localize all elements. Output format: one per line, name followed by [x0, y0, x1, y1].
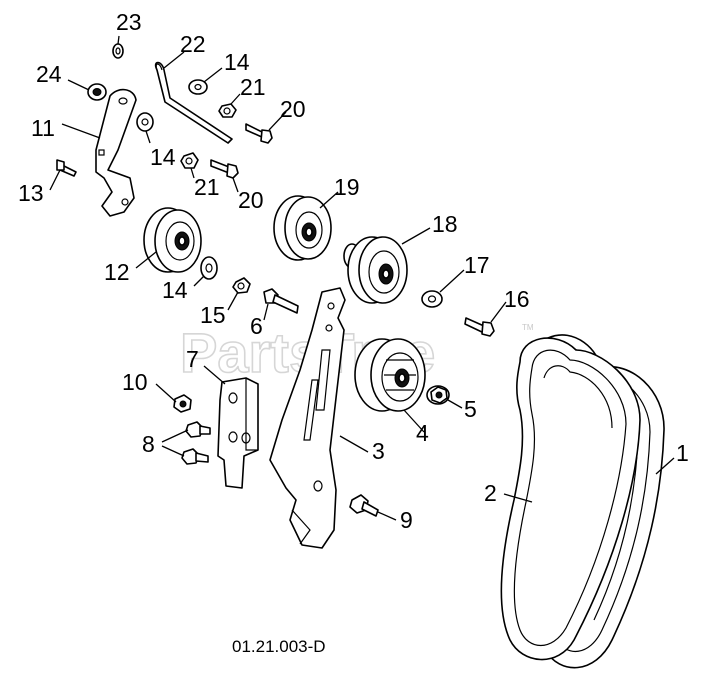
callout-15: 15	[200, 302, 226, 328]
part-9-bolt[interactable]	[349, 494, 379, 517]
leader-lines	[49, 35, 675, 521]
callout-7: 7	[186, 346, 199, 372]
part-11-bracket[interactable]	[95, 88, 137, 217]
callout-6: 6	[250, 313, 263, 339]
callout-20-low: 20	[238, 187, 264, 213]
callout-16: 16	[504, 286, 530, 312]
callout-3: 3	[372, 438, 385, 464]
part-13-bolt[interactable]	[56, 159, 77, 177]
part-23-washer[interactable]	[112, 43, 124, 59]
part-7-plate[interactable]	[217, 377, 259, 489]
figure-code: 01.21.003-D	[232, 637, 326, 656]
callouts: 23 22 14 24 21 20 11 14 21 20 13 19 18 1…	[18, 9, 689, 533]
callout-14-top: 14	[224, 49, 250, 75]
part-8-screw-lower[interactable]	[181, 448, 209, 465]
callout-9: 9	[400, 507, 413, 533]
callout-13: 13	[18, 180, 44, 206]
callout-23: 23	[116, 9, 142, 35]
part-24-bushing[interactable]	[87, 83, 107, 101]
part-21-nut-top[interactable]	[218, 103, 237, 118]
part-4-pulley[interactable]	[354, 338, 426, 412]
part-15-nut[interactable]	[232, 277, 251, 294]
watermark-tm: TM	[522, 323, 534, 332]
part-20-bolt-low[interactable]	[210, 159, 239, 179]
callout-5: 5	[464, 396, 477, 422]
part-21-nut-low[interactable]	[180, 152, 199, 169]
part-22-rod[interactable]	[154, 61, 233, 144]
part-5-nut[interactable]	[426, 385, 450, 405]
callout-8: 8	[142, 431, 155, 457]
callout-1: 1	[676, 440, 689, 466]
callout-20-top: 20	[280, 96, 306, 122]
callout-2: 2	[484, 480, 497, 506]
callout-10: 10	[122, 369, 148, 395]
callout-21-top: 21	[240, 74, 266, 100]
part-12-pulley[interactable]	[143, 207, 202, 273]
part-18-pulley[interactable]	[343, 236, 408, 304]
part-14-washer-low[interactable]	[200, 256, 218, 280]
callout-22: 22	[180, 31, 206, 57]
part-16-bolt[interactable]	[464, 317, 495, 337]
callout-18: 18	[432, 211, 458, 237]
part-2-belt[interactable]	[500, 337, 641, 661]
callout-17: 17	[464, 252, 490, 278]
part-6-bolt[interactable]	[263, 288, 299, 314]
callout-4: 4	[416, 420, 429, 446]
callout-19: 19	[334, 174, 360, 200]
part-14-washer-mid[interactable]	[136, 112, 154, 132]
part-19-pulley[interactable]	[273, 195, 332, 261]
part-17-washer[interactable]	[421, 290, 443, 308]
callout-14-mid: 14	[150, 144, 176, 170]
callout-24: 24	[36, 61, 62, 87]
callout-21-low: 21	[194, 174, 220, 200]
part-10-nut[interactable]	[173, 394, 192, 413]
part-8-screw-upper[interactable]	[185, 421, 211, 438]
callout-14-low: 14	[162, 277, 188, 303]
callout-12: 12	[104, 259, 130, 285]
part-14-washer-top[interactable]	[188, 79, 208, 95]
part-20-bolt-top[interactable]	[245, 123, 273, 144]
part-3-idler-arm[interactable]	[269, 287, 346, 549]
callout-11: 11	[31, 115, 55, 141]
